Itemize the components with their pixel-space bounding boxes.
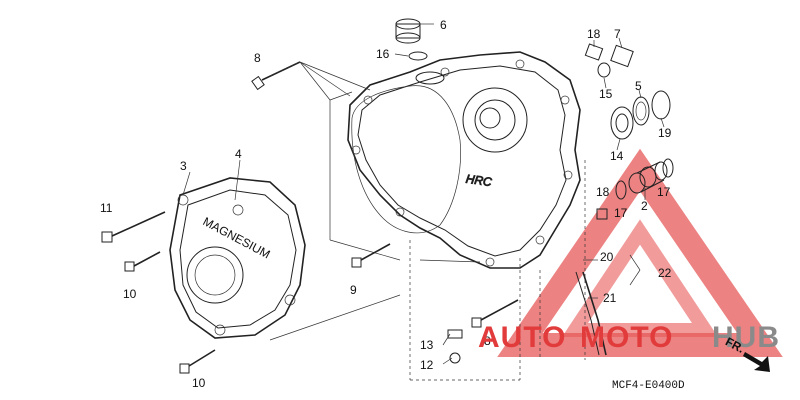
diagram-code: MCF4-E0400D — [612, 380, 685, 392]
bolt-11 — [101, 211, 166, 243]
direction-arrow-icon — [743, 352, 770, 372]
o-ring-17-left — [615, 180, 627, 200]
label-12: 12 — [420, 358, 434, 372]
bolt-8-top — [251, 61, 301, 91]
label-8-top: 8 — [254, 51, 261, 65]
washer-13 — [447, 329, 463, 339]
bolt-9 — [351, 243, 391, 268]
cover-text: MAGNESIUM — [201, 214, 273, 261]
label-8-lower: 8 — [484, 334, 491, 348]
label-14: 14 — [610, 149, 624, 163]
o-ring — [408, 51, 428, 61]
label-4: 4 — [235, 147, 242, 161]
watermark-triangle-outer — [497, 148, 783, 357]
dowel-pin-18-mid — [596, 208, 608, 220]
watermark-text-auto: AUTO — [478, 321, 566, 354]
label-5: 5 — [635, 79, 642, 93]
leader-lines — [182, 23, 665, 381]
oil-seal-5 — [632, 96, 650, 126]
label-17-left: 17 — [614, 206, 628, 220]
bolt-10-upper — [124, 251, 161, 272]
label-15: 15 — [599, 87, 613, 101]
watermark-text-hub: HUB — [712, 321, 780, 354]
label-17-right: 17 — [657, 185, 671, 199]
bolt-10-lower — [179, 349, 216, 374]
label-10-lower: 10 — [192, 376, 206, 390]
label-2: 2 — [641, 199, 648, 213]
part-labels: 6 16 18 7 8 15 5 19 14 3 4 2 17 17 18 11… — [100, 18, 672, 390]
washer-15 — [597, 62, 611, 78]
label-22: 22 — [658, 266, 672, 280]
tube-21 — [575, 271, 607, 356]
circlip-19 — [651, 90, 671, 120]
magnesium-side-cover: MAGNESIUM — [169, 177, 306, 339]
label-10-upper: 10 — [123, 287, 137, 301]
watermark-text-moto: MOTO — [580, 321, 673, 354]
watermark-logo — [497, 148, 783, 357]
bolt-8-lower — [471, 299, 519, 328]
label-16: 16 — [376, 47, 390, 61]
bolt-12 — [449, 352, 461, 364]
label-18-mid: 18 — [596, 185, 610, 199]
label-18-top: 18 — [587, 27, 601, 41]
bearing-14 — [610, 106, 634, 140]
label-9: 9 — [350, 283, 357, 297]
label-19: 19 — [658, 126, 672, 140]
label-20: 20 — [600, 250, 614, 264]
label-3: 3 — [180, 159, 187, 173]
crankcase-housing: HRC — [329, 51, 581, 269]
case-logo-text: HRC — [465, 172, 493, 190]
label-7: 7 — [614, 27, 621, 41]
o-ring-17-right — [662, 158, 674, 178]
watermark-text: AUTO MOTO HUB — [478, 321, 780, 354]
dowel-pin-18-top — [584, 43, 604, 61]
collar-7 — [610, 44, 634, 68]
filler-cap — [395, 18, 421, 44]
label-6: 6 — [440, 18, 447, 32]
oil-pipe-2 — [628, 161, 668, 194]
label-21: 21 — [603, 291, 617, 305]
watermark-triangle-inner — [561, 219, 719, 337]
label-13: 13 — [420, 338, 434, 352]
label-11: 11 — [100, 201, 113, 215]
